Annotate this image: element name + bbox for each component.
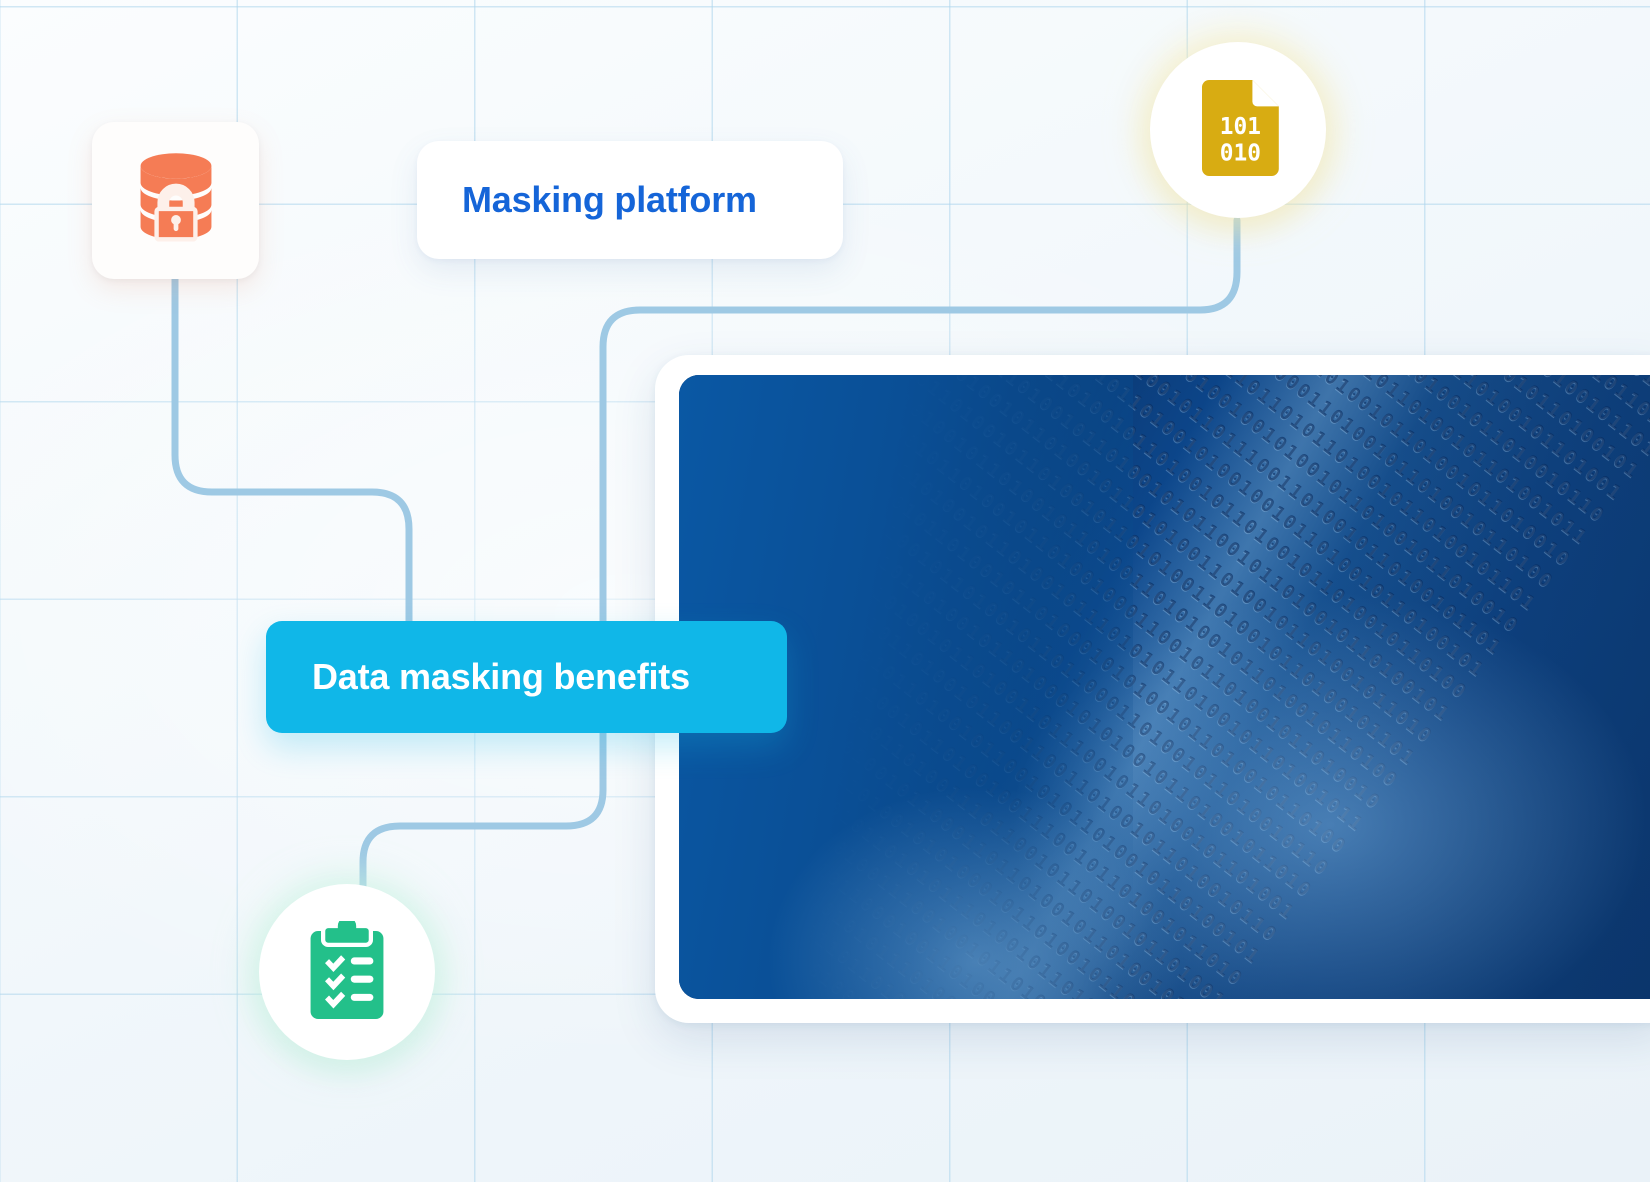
database-lock-icon: [122, 144, 230, 257]
binary-file-glyph-bottom: 010: [1220, 140, 1261, 166]
database-lock-card[interactable]: [92, 122, 259, 279]
masking-platform-node[interactable]: Masking platform: [417, 141, 843, 259]
connector-database-to-benefits: [171, 275, 413, 627]
binary-file-badge[interactable]: 101 010: [1150, 42, 1326, 218]
checklist-badge[interactable]: [259, 884, 435, 1060]
masking-platform-label: Masking platform: [462, 179, 757, 220]
binary-file-icon: 101 010: [1192, 79, 1284, 181]
binary-screen-monitor: 0101100101001011010010110100101101001011…: [655, 355, 1650, 1023]
clipboard-checklist-icon: [303, 912, 391, 1024]
binary-file-glyph-top: 101: [1220, 114, 1261, 140]
monitor-screen: 0101100101001011010010110100101101001011…: [679, 375, 1650, 999]
data-masking-benefits-node[interactable]: Data masking benefits: [266, 621, 787, 733]
binary-code-pattern: 0101100101001011010010110100101101001011…: [679, 375, 1650, 999]
data-masking-benefits-label: Data masking benefits: [312, 656, 690, 697]
